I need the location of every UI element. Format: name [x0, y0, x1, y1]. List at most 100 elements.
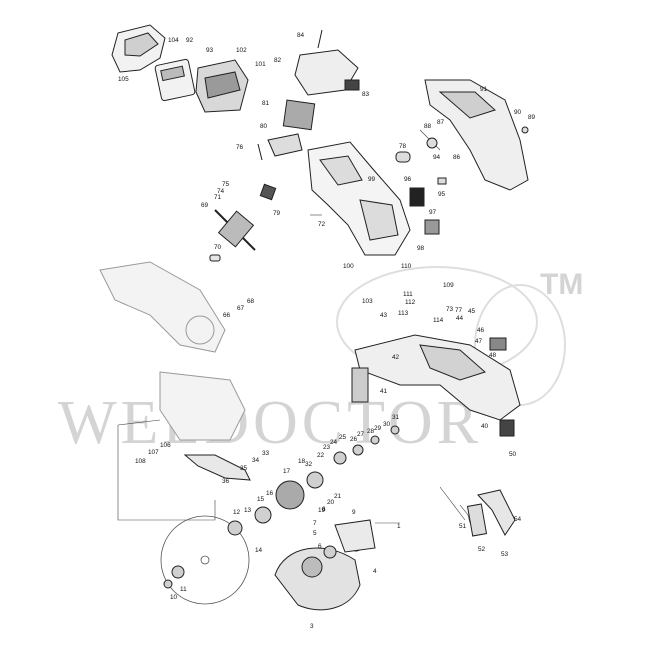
- part-number: 100: [343, 263, 354, 270]
- part-number: 44: [456, 315, 464, 322]
- battery-cover-group: [111, 24, 249, 113]
- part-number: 111: [403, 291, 413, 298]
- part-number: 12: [233, 509, 241, 516]
- part-number: 14: [255, 547, 263, 554]
- part-number: 108: [135, 458, 146, 465]
- part-number: 102: [236, 47, 247, 54]
- part-number: 36: [222, 478, 230, 485]
- part-number: 9: [352, 509, 356, 516]
- armature-group: [209, 143, 277, 262]
- part-number: 90: [514, 109, 522, 116]
- part-number: 16: [266, 490, 274, 497]
- part-number: 92: [186, 37, 194, 44]
- part-number: 81: [262, 100, 270, 107]
- part-number: 107: [148, 449, 159, 456]
- part-number: 33: [262, 450, 270, 457]
- part-number: 28: [367, 428, 375, 435]
- part-number: 74: [217, 188, 225, 195]
- part-number: 87: [437, 119, 445, 126]
- part-number: 41: [380, 388, 388, 395]
- part-number: 1: [397, 523, 401, 530]
- part-number: 97: [429, 209, 437, 216]
- part-number: 20: [327, 499, 335, 506]
- gear-housing-ghost: [99, 261, 246, 441]
- part-number: 73: [446, 306, 454, 313]
- part-number: 4: [373, 568, 377, 575]
- part-number: 17: [283, 468, 291, 475]
- part-number: 27: [357, 431, 365, 438]
- part-number: 94: [433, 154, 441, 161]
- part-number: 89: [528, 114, 536, 121]
- part-number: 25: [339, 434, 347, 441]
- part-number: 99: [368, 176, 376, 183]
- part-number: 54: [514, 516, 522, 523]
- handle-housing: [307, 141, 411, 256]
- part-number: 7: [313, 520, 317, 527]
- part-number-labels: 1 3 4 5 6 7 8 9 10 11 12 13 14 15 16 17 …: [118, 32, 536, 630]
- part-number: 106: [160, 442, 171, 449]
- part-number: 93: [206, 47, 214, 54]
- part-number: 43: [380, 312, 388, 319]
- watermark-text: WELDOCTOR: [58, 389, 483, 457]
- part-number: 80: [260, 123, 268, 130]
- part-number: 8: [322, 506, 326, 513]
- part-number: 86: [453, 154, 461, 161]
- part-number: 23: [323, 444, 331, 451]
- part-number: 91: [480, 86, 488, 93]
- lever-part: [183, 454, 251, 481]
- part-number: 114: [433, 317, 444, 324]
- part-number: 68: [247, 298, 255, 305]
- part-number: 70: [214, 244, 222, 251]
- part-number: 51: [459, 523, 467, 530]
- part-number: 72: [318, 221, 326, 228]
- part-number: 45: [468, 308, 476, 315]
- part-number: 71: [214, 194, 222, 201]
- part-number: 42: [392, 354, 400, 361]
- small-parts-upper: [395, 126, 529, 235]
- part-number: 46: [477, 327, 485, 334]
- part-number: 83: [362, 91, 370, 98]
- part-number: 112: [405, 299, 416, 306]
- part-number: 101: [255, 61, 266, 68]
- part-number: 21: [334, 493, 342, 500]
- part-number: 96: [404, 176, 412, 183]
- guide-fence: [466, 489, 516, 537]
- part-number: 67: [237, 305, 245, 312]
- part-number: 103: [362, 298, 373, 305]
- part-number: 66: [223, 312, 231, 319]
- base-arm: [351, 334, 521, 437]
- cover-inner: [124, 32, 159, 57]
- part-number: 32: [305, 461, 313, 468]
- part-number: 3: [310, 623, 314, 630]
- part-number: 24: [330, 439, 338, 446]
- battery-terminal: [154, 58, 196, 102]
- part-number: 78: [399, 143, 407, 150]
- part-number: 76: [236, 144, 244, 151]
- part-number: 52: [478, 546, 486, 553]
- part-number: 29: [374, 425, 382, 432]
- part-number: 104: [168, 37, 179, 44]
- part-number: 35: [240, 465, 248, 472]
- part-number: 30: [383, 421, 391, 428]
- part-number: 40: [481, 423, 489, 430]
- part-number: 69: [201, 202, 209, 209]
- part-number: 84: [297, 32, 305, 39]
- part-number: 5: [313, 530, 317, 537]
- part-number: 10: [170, 594, 178, 601]
- part-number: 18: [298, 458, 306, 465]
- part-number: 15: [257, 496, 265, 503]
- switch-cover-group: [267, 29, 360, 157]
- watermark-trademark: TM: [540, 268, 584, 301]
- saw-blade: [160, 515, 250, 605]
- part-number: 34: [252, 457, 260, 464]
- part-number: 75: [222, 181, 230, 188]
- part-number: 6: [318, 543, 322, 550]
- part-number: 82: [274, 57, 282, 64]
- rear-handle: [424, 79, 529, 191]
- part-number: 113: [398, 310, 409, 317]
- part-number: 31: [392, 414, 400, 421]
- part-number: 53: [501, 551, 509, 558]
- part-number: 50: [509, 451, 517, 458]
